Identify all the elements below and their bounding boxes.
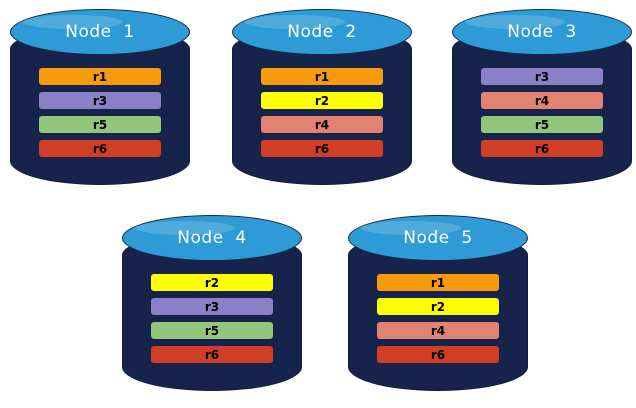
replica-bar-r3[interactable]: r3 bbox=[481, 68, 603, 85]
node-cylinder-5[interactable]: Node 5 r1 r2 r4 r6 bbox=[348, 215, 528, 391]
node-title: Node 3 bbox=[507, 22, 577, 42]
replica-bar-r6[interactable]: r6 bbox=[151, 346, 273, 363]
replica-bar-r6[interactable]: r6 bbox=[377, 346, 499, 363]
replica-bar-r4[interactable]: r4 bbox=[377, 322, 499, 339]
replica-bar-r2[interactable]: r2 bbox=[151, 274, 273, 291]
node-cylinder-3[interactable]: Node 3 r3 r4 r5 r6 bbox=[452, 9, 632, 185]
replica-bar-r3[interactable]: r3 bbox=[151, 298, 273, 315]
replica-list: r1 r2 r4 r6 bbox=[377, 274, 499, 363]
replica-bar-r6[interactable]: r6 bbox=[481, 140, 603, 157]
replica-bar-r4[interactable]: r4 bbox=[261, 116, 383, 133]
replica-bar-r1[interactable]: r1 bbox=[39, 68, 161, 85]
node-cylinder-2[interactable]: Node 2 r1 r2 r4 r6 bbox=[232, 9, 412, 185]
replica-bar-r4[interactable]: r4 bbox=[481, 92, 603, 109]
node-cylinder-4[interactable]: Node 4 r2 r3 r5 r6 bbox=[122, 215, 302, 391]
replica-list: r3 r4 r5 r6 bbox=[481, 68, 603, 157]
replica-bar-r1[interactable]: r1 bbox=[261, 68, 383, 85]
node-title: Node 2 bbox=[287, 22, 357, 42]
replica-bar-r6[interactable]: r6 bbox=[39, 140, 161, 157]
node-cylinder-1[interactable]: Node 1 r1 r3 r5 r6 bbox=[10, 9, 190, 185]
replica-bar-r5[interactable]: r5 bbox=[481, 116, 603, 133]
replica-bar-r2[interactable]: r2 bbox=[261, 92, 383, 109]
node-title: Node 5 bbox=[403, 228, 473, 248]
replica-list: r1 r3 r5 r6 bbox=[39, 68, 161, 157]
replica-bar-r5[interactable]: r5 bbox=[39, 116, 161, 133]
replica-list: r1 r2 r4 r6 bbox=[261, 68, 383, 157]
replica-list: r2 r3 r5 r6 bbox=[151, 274, 273, 363]
replica-bar-r3[interactable]: r3 bbox=[39, 92, 161, 109]
replica-bar-r2[interactable]: r2 bbox=[377, 298, 499, 315]
replica-bar-r1[interactable]: r1 bbox=[377, 274, 499, 291]
node-title: Node 1 bbox=[65, 22, 135, 42]
node-title: Node 4 bbox=[177, 228, 247, 248]
replica-bar-r5[interactable]: r5 bbox=[151, 322, 273, 339]
replica-bar-r6[interactable]: r6 bbox=[261, 140, 383, 157]
